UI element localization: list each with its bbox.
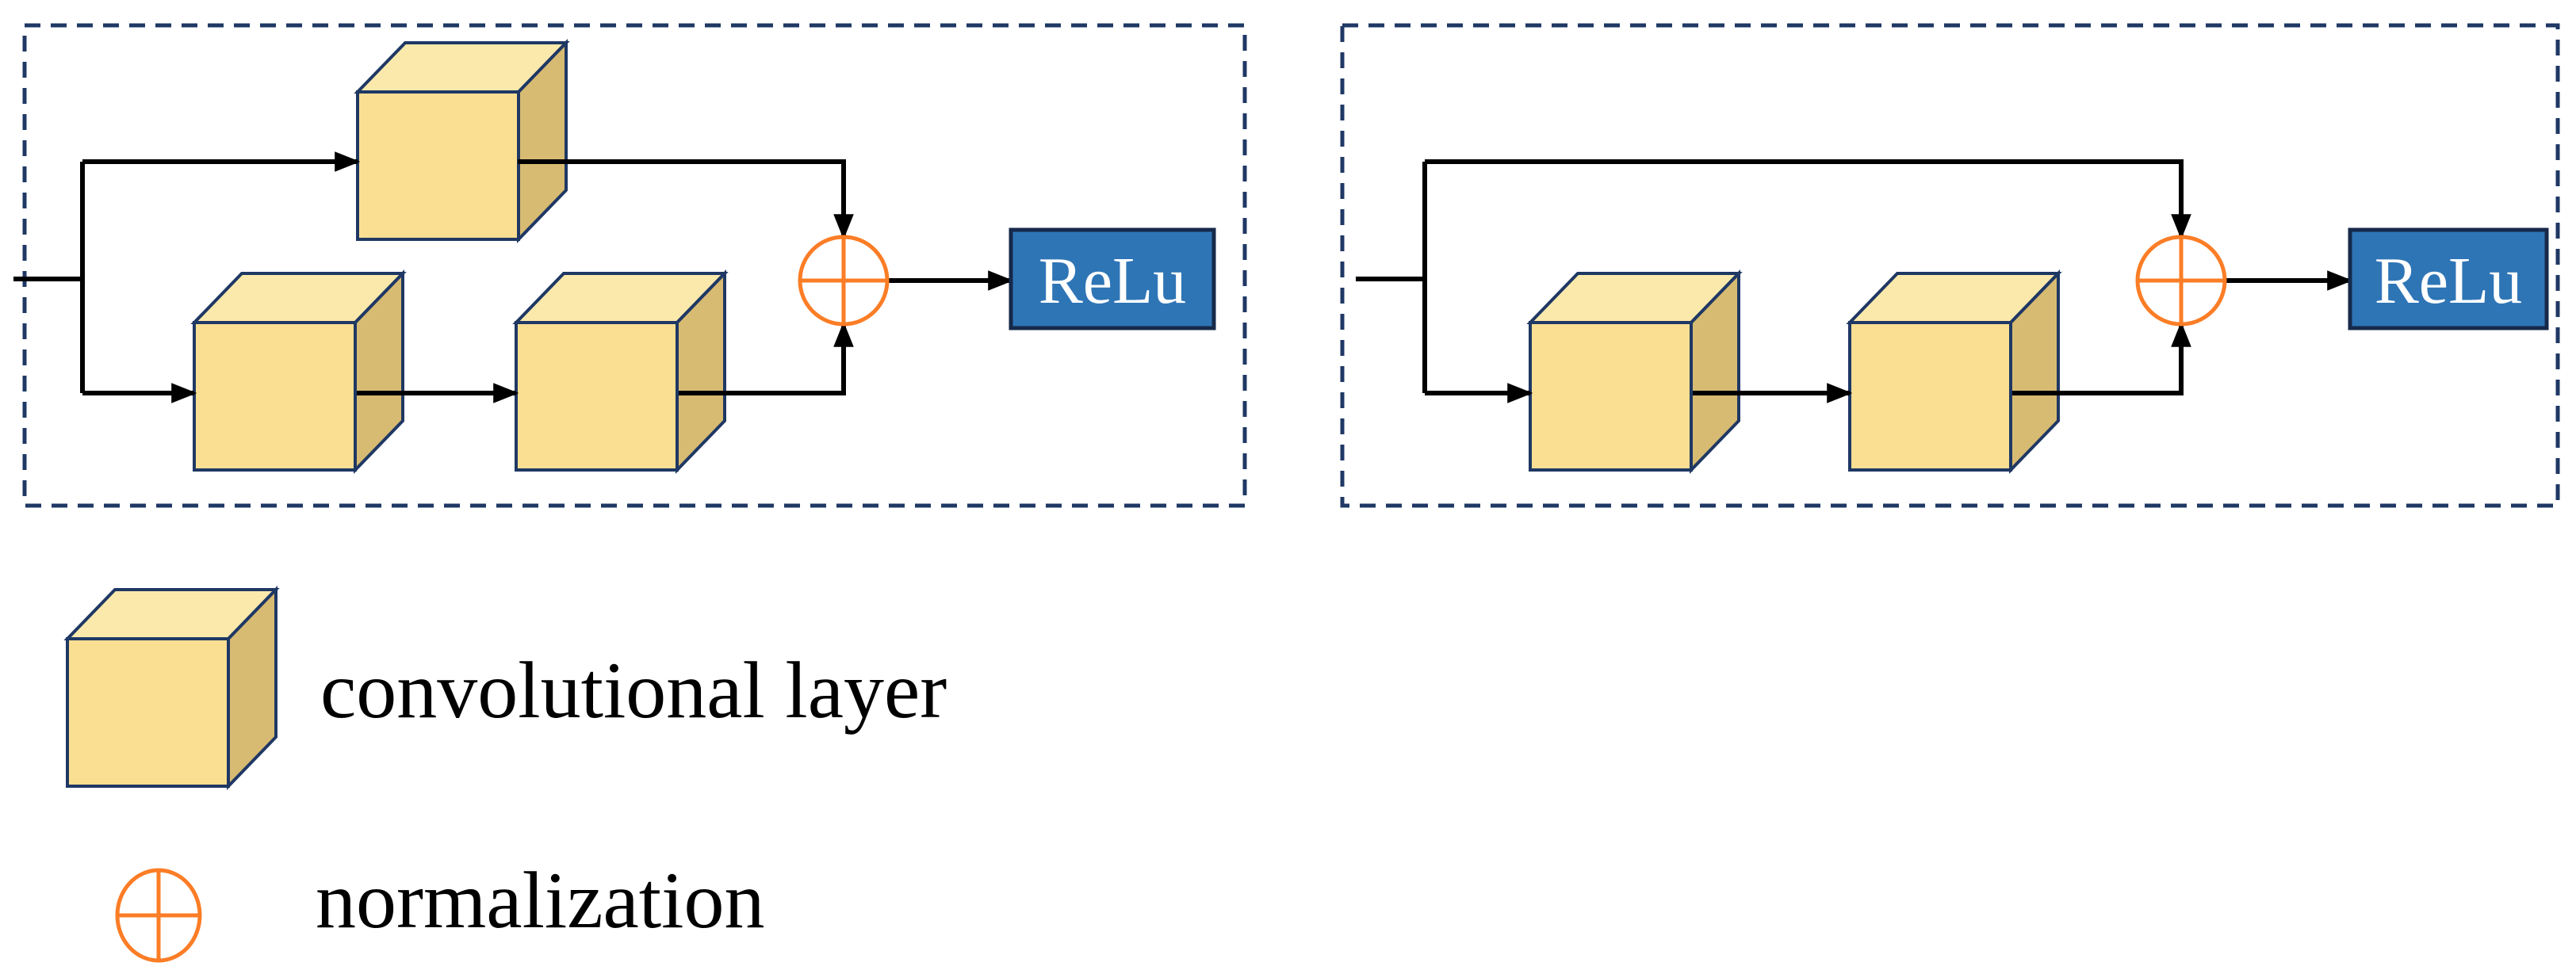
left-block-diagram: ReLu <box>13 23 1247 508</box>
legend-label: normalization <box>316 856 764 945</box>
normalization-plus-circle-icon <box>798 235 890 327</box>
relu-box <box>2348 227 2549 330</box>
skip-connection-arrow <box>1425 159 2191 240</box>
legend: convolutional layer normalization <box>66 588 947 963</box>
conv-cube-icon <box>66 588 278 788</box>
legend-item-normalization: normalization <box>115 856 764 963</box>
legend-item-conv-layer: convolutional layer <box>66 588 947 788</box>
legend-label: convolutional layer <box>320 646 947 735</box>
conv-layer-cube <box>193 272 404 472</box>
relu-label: ReLu <box>1039 244 1187 318</box>
connector-arrow <box>518 159 854 240</box>
right-block-diagram: ReLu <box>1340 23 2560 508</box>
relu-box <box>1009 227 1216 330</box>
relu-label: ReLu <box>2375 244 2523 318</box>
conv-layer-cube <box>1529 272 1740 472</box>
conv-layer-cube <box>1848 272 2060 472</box>
residual-block-frame-left <box>22 23 1247 508</box>
connector-arrow <box>679 321 854 395</box>
residual-block-frame-right <box>1340 23 2560 508</box>
conv-layer-cube <box>515 272 726 472</box>
conv-layer-cube <box>356 41 568 241</box>
normalization-plus-circle-icon <box>2135 235 2227 327</box>
connector-arrow <box>2012 321 2191 395</box>
normalization-plus-circle-icon <box>115 868 202 963</box>
